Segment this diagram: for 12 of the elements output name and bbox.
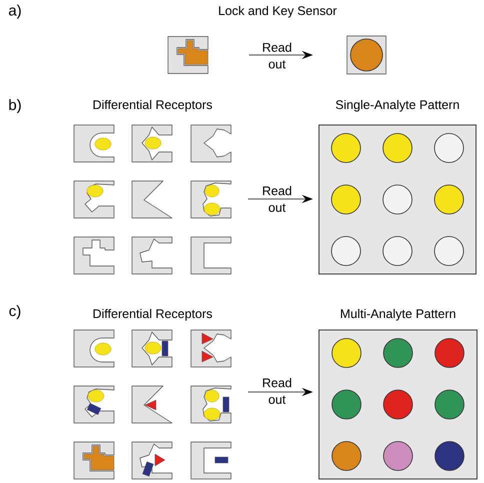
section-heading: Differential Receptors — [94, 308, 212, 321]
section-heading: Differential Receptors — [94, 100, 212, 112]
receptor-drawing — [168, 36, 208, 74]
panel-letter: b) — [9, 99, 21, 114]
panel-heading: Multi-Analyte Pattern — [341, 308, 456, 321]
edge-label: Read out — [263, 378, 292, 404]
edge-label: Read out — [263, 186, 292, 212]
edge-label: Read out — [263, 42, 292, 69]
panel-letter: c) — [9, 305, 20, 320]
panel-letter: a) — [8, 4, 21, 19]
panel-heading: Single-Analyte Pattern — [336, 100, 459, 112]
section-heading: Lock and Key Sensor — [219, 6, 337, 18]
